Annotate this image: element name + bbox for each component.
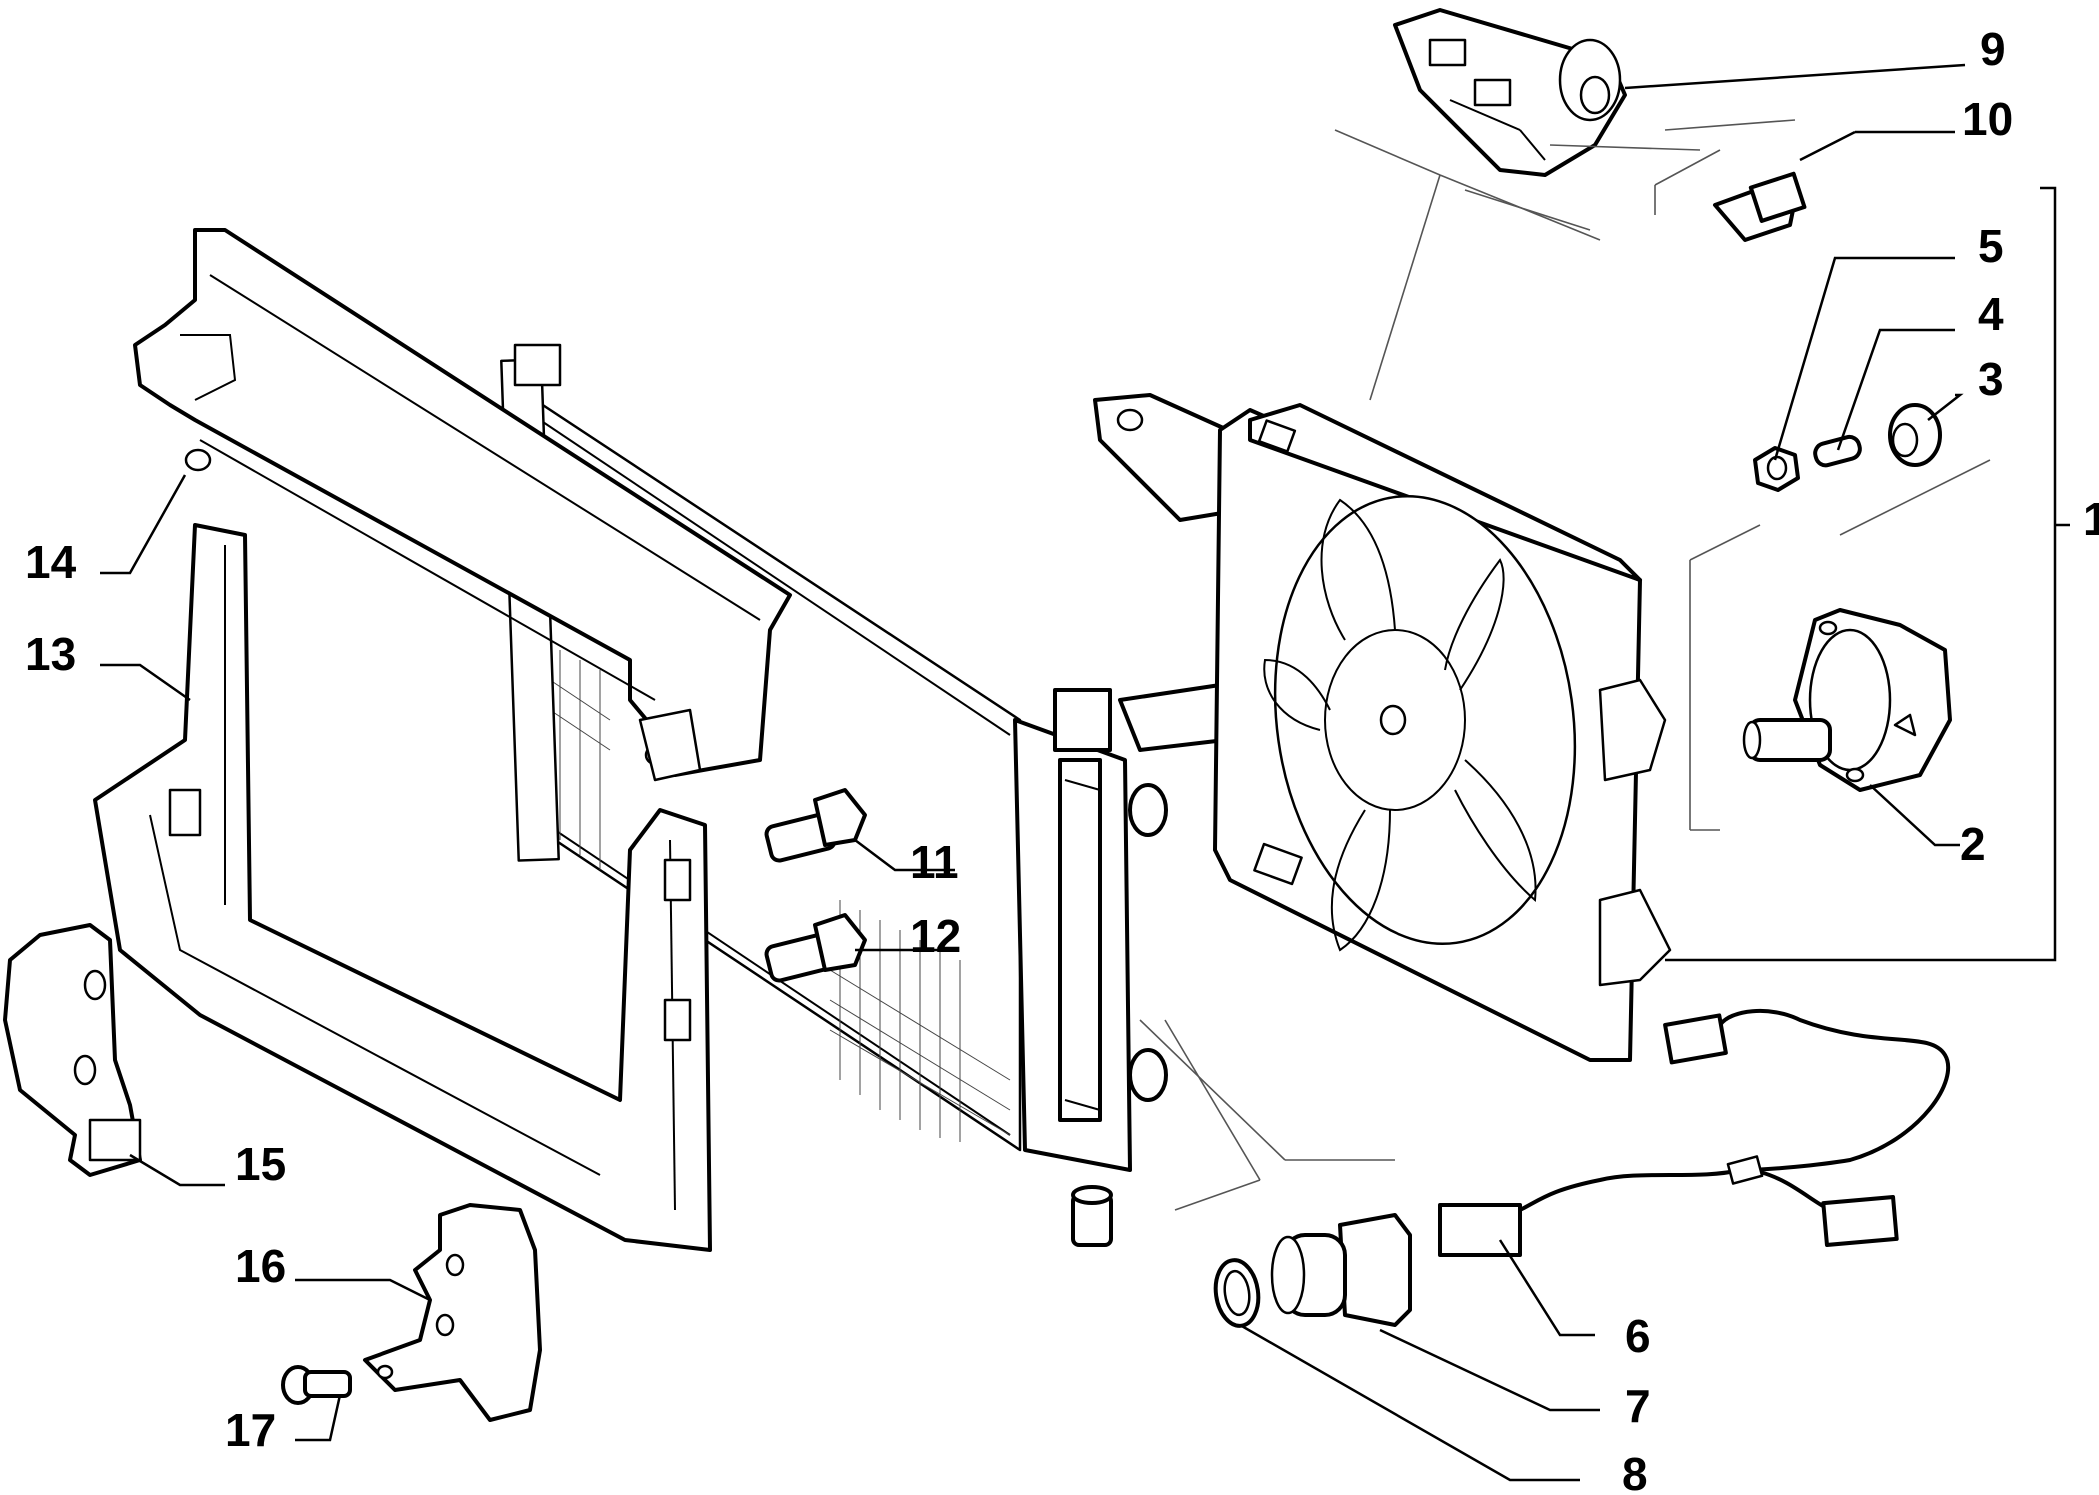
callout-1: 1 — [2083, 493, 2099, 545]
callout-11: 11 — [910, 836, 959, 888]
fan-blades — [1263, 494, 1577, 952]
callout-17: 17 — [225, 1404, 276, 1456]
bolt-11 — [764, 788, 867, 863]
fan-resistor — [1393, 8, 1627, 177]
callout-15: 15 — [235, 1138, 286, 1190]
callout-9: 9 — [1980, 23, 2006, 75]
fan-motor-2 — [1742, 608, 1952, 792]
o-ring-8 — [1213, 1258, 1261, 1328]
drain-plug — [1071, 1185, 1113, 1247]
thermal-switch-7 — [1270, 1213, 1412, 1327]
air-deflector-15 — [3, 923, 142, 1177]
radiator-end-tank — [1013, 688, 1168, 1172]
callout-4: 4 — [1978, 288, 2004, 340]
callout-16: 16 — [235, 1240, 286, 1292]
switch-guide-lines — [1139, 1019, 1395, 1211]
lower-frame-13 — [93, 523, 712, 1252]
fan-guide-lines — [1334, 119, 1991, 831]
callout-14: 14 — [25, 536, 77, 588]
leader-lines — [100, 63, 2070, 1482]
upper-crossmember-14 — [133, 228, 792, 782]
bolt-12 — [764, 913, 867, 983]
air-deflector-16 — [363, 1203, 542, 1422]
callout-10: 10 — [1962, 93, 2013, 145]
rubber-bushing-3 — [1888, 403, 1942, 467]
callout-labels: 1 2 3 4 5 6 7 8 9 10 11 12 13 14 15 16 1… — [25, 23, 2099, 1495]
nut-5 — [1753, 446, 1800, 492]
callout-7: 7 — [1625, 1380, 1651, 1432]
callout-5: 5 — [1978, 220, 2004, 272]
spacer-4 — [1813, 434, 1862, 468]
callout-6: 6 — [1625, 1310, 1651, 1362]
callout-12: 12 — [910, 910, 961, 962]
callout-8: 8 — [1622, 1448, 1648, 1495]
callout-3: 3 — [1978, 353, 2004, 405]
resistor-guide-lines — [1464, 144, 1721, 231]
screw-17 — [281, 1365, 352, 1405]
bolt-10 — [1713, 171, 1807, 242]
callout-13: 13 — [25, 628, 76, 680]
wiring-harness-6 — [1438, 1008, 1951, 1257]
callout-2: 2 — [1960, 818, 1986, 870]
